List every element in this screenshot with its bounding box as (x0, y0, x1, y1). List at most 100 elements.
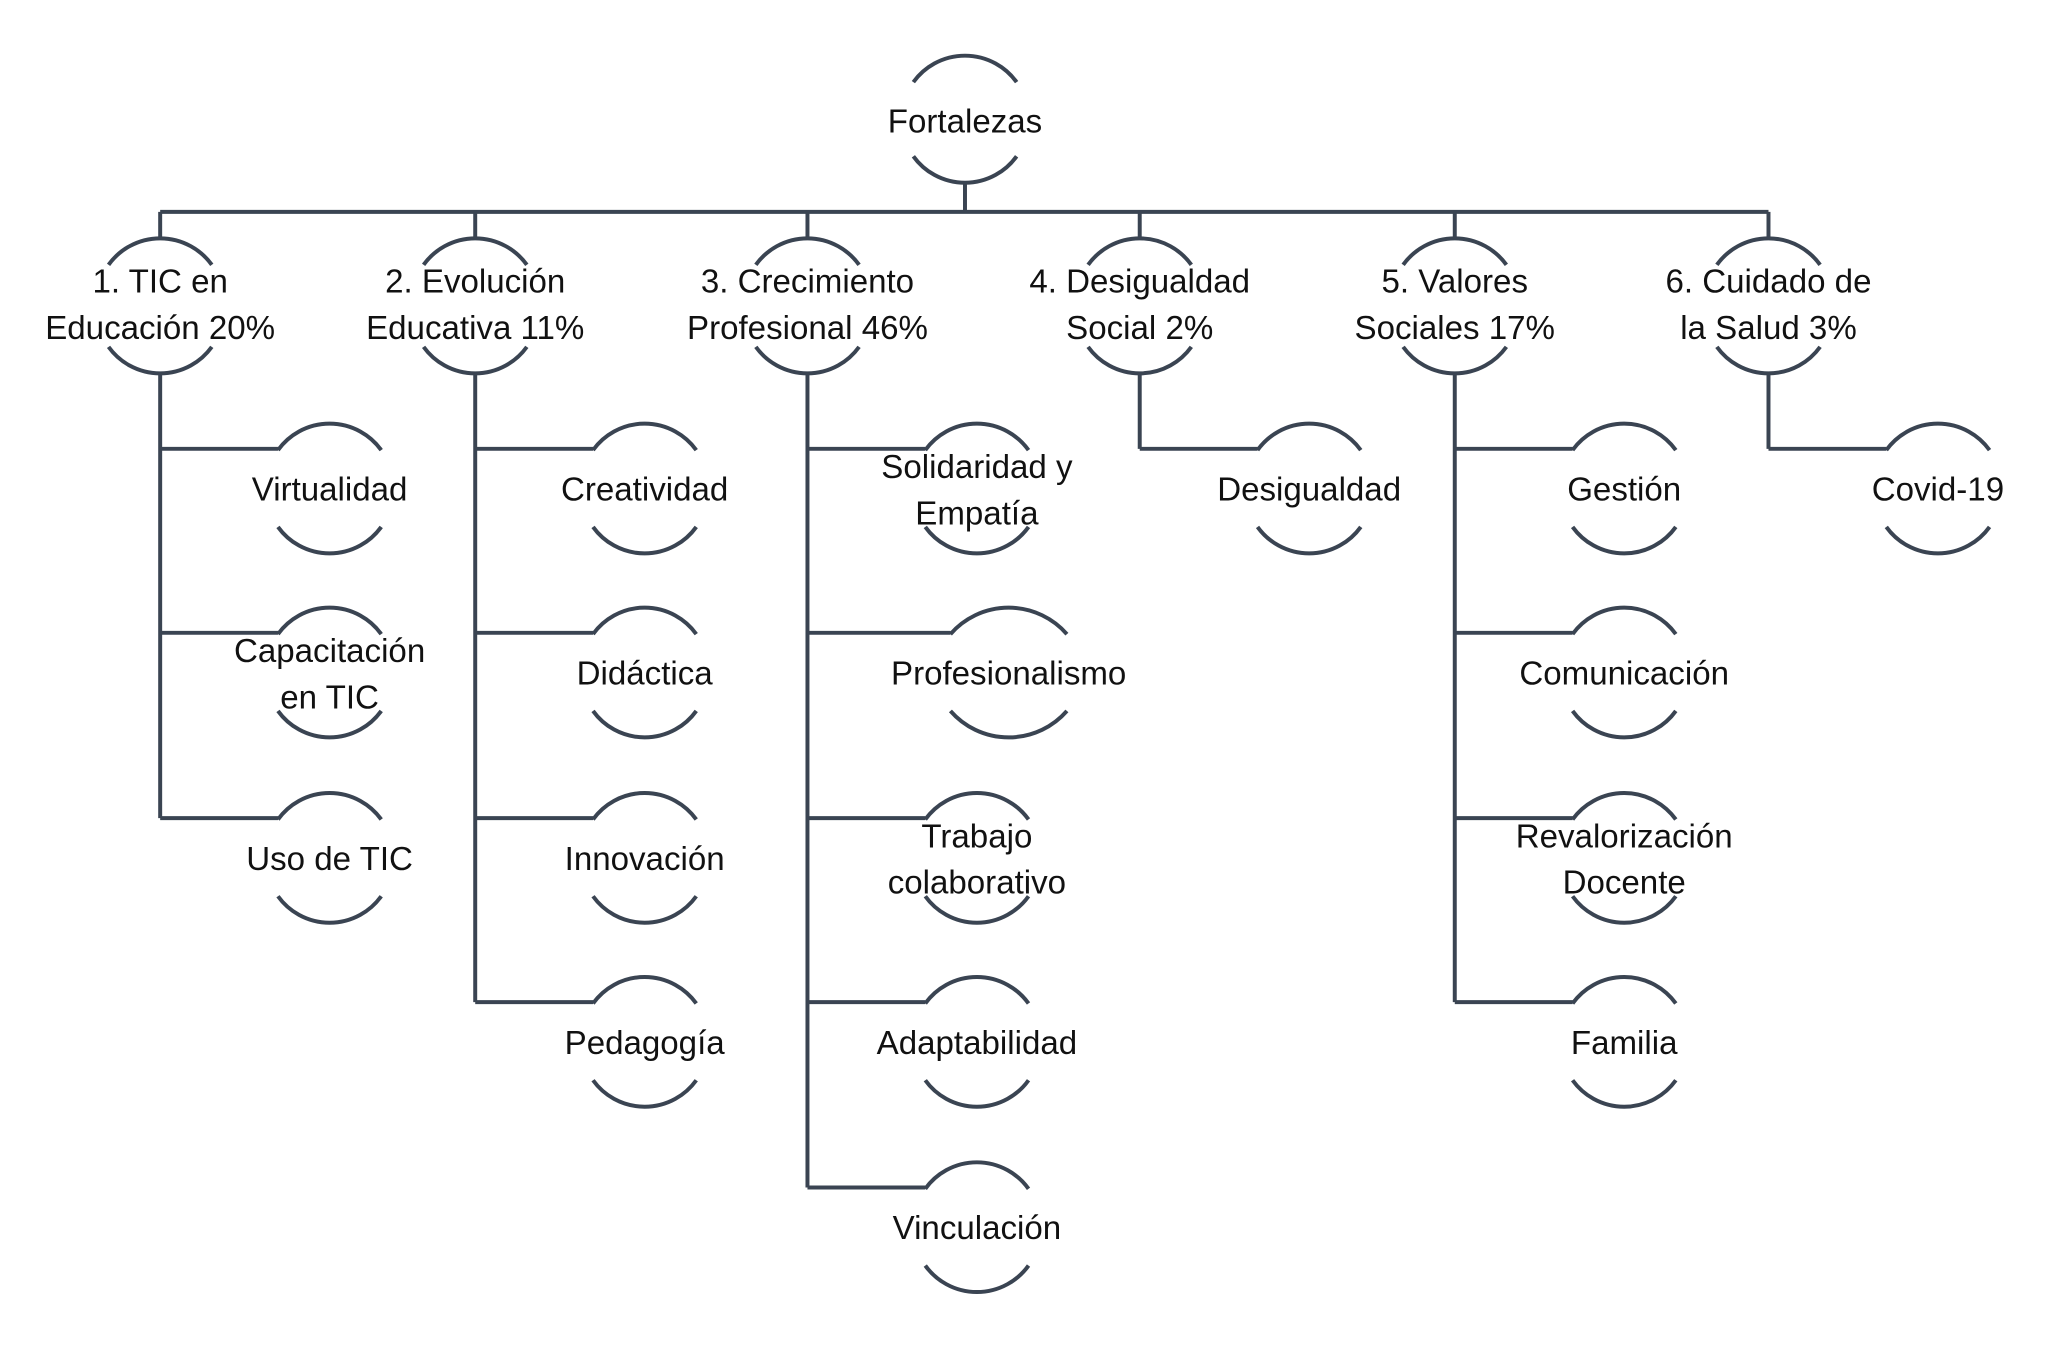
subtopic-node: Comunicación (1519, 605, 1729, 740)
node-top-arc (276, 605, 383, 636)
node-bottom-arc (1715, 345, 1822, 376)
node-label-line: Adaptabilidad (877, 1025, 1077, 1062)
node-top-arc (911, 53, 1019, 84)
node-top-arc (591, 975, 698, 1005)
node-top-arc (754, 236, 861, 266)
node-top-arc (106, 236, 214, 266)
node-bottom-arc (1255, 525, 1363, 556)
subtopic-node: Innovación (565, 791, 725, 925)
node-label-line: 2. Evolución (385, 264, 565, 301)
subtopic-node: Uso de TIC (246, 791, 413, 925)
node-label-line: la Salud 3% (1680, 310, 1857, 347)
node-top-arc (923, 791, 1031, 821)
node-top-arc (1570, 605, 1678, 636)
node-bottom-arc (1401, 345, 1509, 376)
node-top-arc (591, 605, 698, 636)
node-bottom-arc (1570, 1079, 1678, 1109)
node-bottom-arc (911, 155, 1019, 185)
node-bottom-arc (106, 345, 214, 376)
node-top-arc (1086, 236, 1193, 266)
subtopic-node: Profesionalismo (891, 605, 1126, 740)
node-bottom-arc (1570, 895, 1678, 925)
subtopic-node: Creatividad (561, 421, 728, 556)
subtopic-node: Virtualidad (252, 421, 407, 556)
node-bottom-arc (276, 525, 383, 556)
node-label-line: Profesionalismo (891, 655, 1126, 692)
node-bottom-arc (421, 345, 529, 376)
subtopic-node: Desigualdad (1217, 421, 1401, 556)
node-top-arc (1570, 975, 1678, 1005)
node-label-line: Innovación (565, 841, 725, 878)
subtopic-node: Capacitación en TIC (234, 605, 425, 740)
node-bottom-arc (591, 1079, 698, 1109)
node-label-line: Gestión (1567, 471, 1681, 508)
node-top-arc (591, 791, 698, 821)
node-bottom-arc (276, 709, 383, 740)
subtopic-node: Gestión (1567, 421, 1681, 556)
root-label: Fortalezas (888, 103, 1042, 140)
node-top-arc (923, 1160, 1031, 1190)
subtopic-node: Familia (1570, 975, 1678, 1109)
node-label-line: 1. TIC en (92, 264, 227, 301)
node-label-line: en TIC (280, 679, 379, 716)
root-node: Fortalezas (888, 53, 1042, 185)
node-top-arc (276, 791, 383, 821)
node-label-line: 5. Valores (1382, 264, 1528, 301)
node-top-arc (1570, 421, 1678, 452)
node-label-line: Creatividad (561, 471, 728, 508)
node-label-line: Sociales 17% (1355, 310, 1555, 347)
subtopic-node: Covid-19 (1872, 421, 2004, 556)
node-label-line: 3. Crecimiento (701, 264, 914, 301)
node-top-arc (923, 975, 1031, 1005)
node-label-line: Trabajo (921, 818, 1032, 855)
node-label-line: Comunicación (1519, 655, 1729, 692)
node-bottom-arc (591, 709, 698, 740)
node-top-arc (1255, 421, 1363, 452)
node-bottom-arc (923, 895, 1031, 925)
node-bottom-arc (948, 709, 1069, 740)
node-bottom-arc (1570, 709, 1678, 740)
node-bottom-arc (591, 525, 698, 556)
node-top-arc (1401, 236, 1509, 266)
node-bottom-arc (1884, 525, 1992, 556)
subtopic-node: Pedagogía (565, 975, 726, 1109)
subtopic-node: Vinculación (893, 1160, 1062, 1294)
node-top-arc (1570, 791, 1678, 821)
node-top-arc (276, 421, 383, 452)
node-bottom-arc (923, 1079, 1031, 1109)
node-label-line: Educación 20% (45, 310, 275, 347)
node-bottom-arc (923, 1264, 1031, 1294)
node-label-line: Revalorización (1516, 818, 1733, 855)
node-bottom-arc (1086, 345, 1193, 376)
node-top-arc (923, 421, 1031, 452)
node-label-line: Pedagogía (565, 1025, 726, 1062)
subtopic-node: Solidaridad y Empatía (881, 421, 1073, 556)
category-node: 1. TIC en Educación 20% (45, 236, 275, 376)
node-top-arc (421, 236, 529, 266)
node-label-line: Docente (1563, 865, 1686, 902)
subtopic-node: Didáctica (577, 605, 713, 740)
node-label-line: Uso de TIC (246, 841, 413, 878)
node-bottom-arc (1570, 525, 1678, 556)
node-top-arc (948, 605, 1069, 636)
node-bottom-arc (754, 345, 861, 376)
node-label-line: Capacitación (234, 633, 425, 670)
node-top-arc (1884, 421, 1992, 452)
node-label-line: Solidaridad y (881, 449, 1073, 486)
node-label-line: Empatía (915, 495, 1039, 532)
node-label-line: Familia (1571, 1025, 1678, 1062)
node-label-line: 4. Desigualdad (1029, 264, 1250, 301)
node-bottom-arc (591, 895, 698, 925)
node-top-arc (591, 421, 698, 452)
node-label-line: Profesional 46% (687, 310, 928, 347)
node-bottom-arc (276, 895, 383, 925)
node-top-arc (1715, 236, 1822, 266)
node-label-line: Vinculación (893, 1210, 1062, 1247)
